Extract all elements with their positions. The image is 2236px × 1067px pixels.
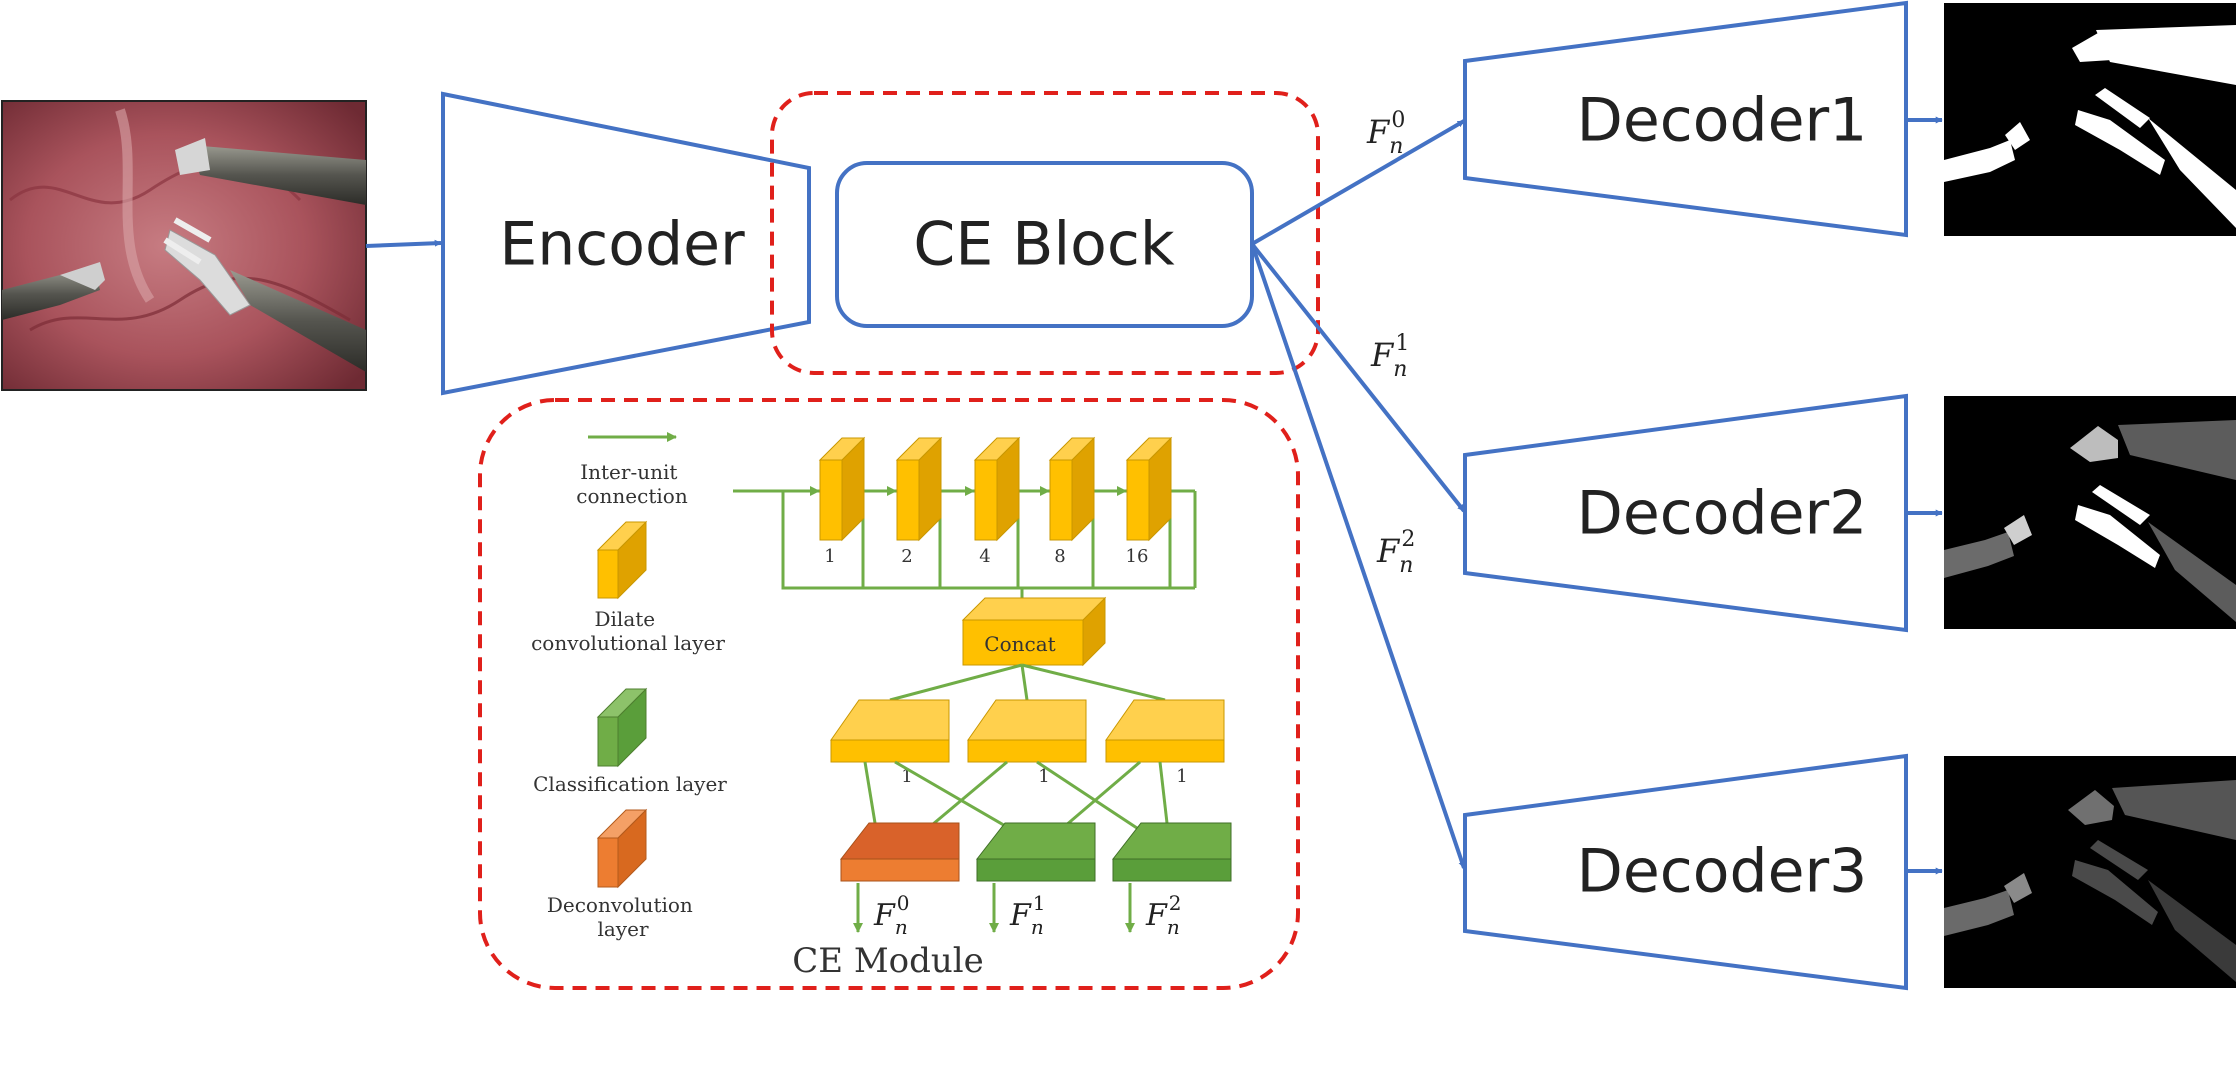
legend-connection-label: Inter-unit connection <box>576 460 688 508</box>
dilate-branch-0 <box>830 699 950 763</box>
encoder-label: Encoder <box>499 210 745 280</box>
dilate-branch-2 <box>1105 699 1225 763</box>
decoder2-block: Decoder2 <box>1463 393 1908 633</box>
output-mask-parts <box>1944 396 2236 629</box>
dilation-rate-label-2: 4 <box>979 546 990 567</box>
dilate-layer-2 <box>973 436 1021 542</box>
concat-to-branch-2 <box>1021 663 1166 702</box>
ce-module-legend: Inter-unit connection Dilate convolution… <box>531 432 727 941</box>
legend-dilate-label: Dilate convolutional layer <box>531 607 725 655</box>
branch-rate-label-2: 1 <box>1176 766 1187 787</box>
dilate-layer-1 <box>895 436 943 542</box>
legend-classification-label: Classification layer <box>533 772 727 796</box>
ce-module-dashed-frame <box>478 398 1300 990</box>
input-surgical-image <box>1 100 367 391</box>
ce-module-title: CE Module <box>792 941 984 981</box>
arrow-to-decoder1 <box>1250 119 1466 246</box>
ce-skip-line <box>781 491 1022 590</box>
legend-deconvolution-label: Deconvolution layer <box>547 893 699 941</box>
ce-block-dashed-frame <box>770 91 1320 375</box>
branch-rate-label-1: 1 <box>1038 766 1049 787</box>
ce-block: CE Block <box>835 161 1254 328</box>
feature-label-decoder2: Fn1 <box>1370 331 1409 382</box>
output-mask-binary <box>1944 3 2236 236</box>
legend-classification-swatch <box>596 687 648 768</box>
feature-label-decoder1: Fn0 <box>1366 108 1405 159</box>
dilate-layer-4 <box>1125 436 1173 542</box>
branch0-to-out0 <box>863 761 877 824</box>
legend-dilate-swatch <box>596 520 648 600</box>
concat-to-branch-0 <box>889 663 1023 702</box>
ce-block-label: CE Block <box>913 210 1174 280</box>
feature-label-decoder3: Fn2 <box>1376 527 1415 578</box>
dilation-rate-label-4: 16 <box>1126 546 1149 567</box>
dilate-branch-1 <box>967 699 1087 763</box>
dilate-layer-3 <box>1048 436 1096 542</box>
branch2-to-out2 <box>1158 761 1169 824</box>
branch-rate-label-0: 1 <box>901 766 912 787</box>
output-feature-label-1: Fn1 <box>1009 891 1045 939</box>
output-feature-label-0: Fn0 <box>873 891 909 939</box>
output-layer-2 <box>1111 822 1232 882</box>
dilation-rate-label-0: 1 <box>824 546 835 567</box>
decoder1-block: Decoder1 <box>1463 0 1908 238</box>
concat-to-branch-1 <box>1020 664 1029 701</box>
output-layer-1 <box>975 822 1096 882</box>
output-feature-label-2: Fn2 <box>1145 891 1181 939</box>
decoder2-label: Decoder2 <box>1577 479 1868 549</box>
decoder3-label: Decoder3 <box>1577 837 1868 907</box>
arrow-to-decoder3 <box>1250 243 1466 869</box>
concat-layer <box>961 596 1107 667</box>
ce-module: Inter-unit connection Dilate convolution… <box>478 398 1300 990</box>
decoder3-block: Decoder3 <box>1463 753 1908 991</box>
decoder1-label: Decoder1 <box>1577 86 1868 156</box>
input-to-encoder-arrow <box>365 239 442 248</box>
output-mask-types <box>1944 756 2236 988</box>
dilation-rate-label-3: 8 <box>1054 546 1065 567</box>
encoder-block: Encoder <box>441 91 811 396</box>
dilation-rate-label-1: 2 <box>901 546 912 567</box>
arrow-to-decoder2 <box>1250 242 1466 513</box>
dilate-layer-0 <box>818 436 866 542</box>
output-layer-0 <box>839 822 960 882</box>
concat-label: Concat <box>984 632 1055 656</box>
legend-deconvolution-swatch <box>596 808 648 889</box>
